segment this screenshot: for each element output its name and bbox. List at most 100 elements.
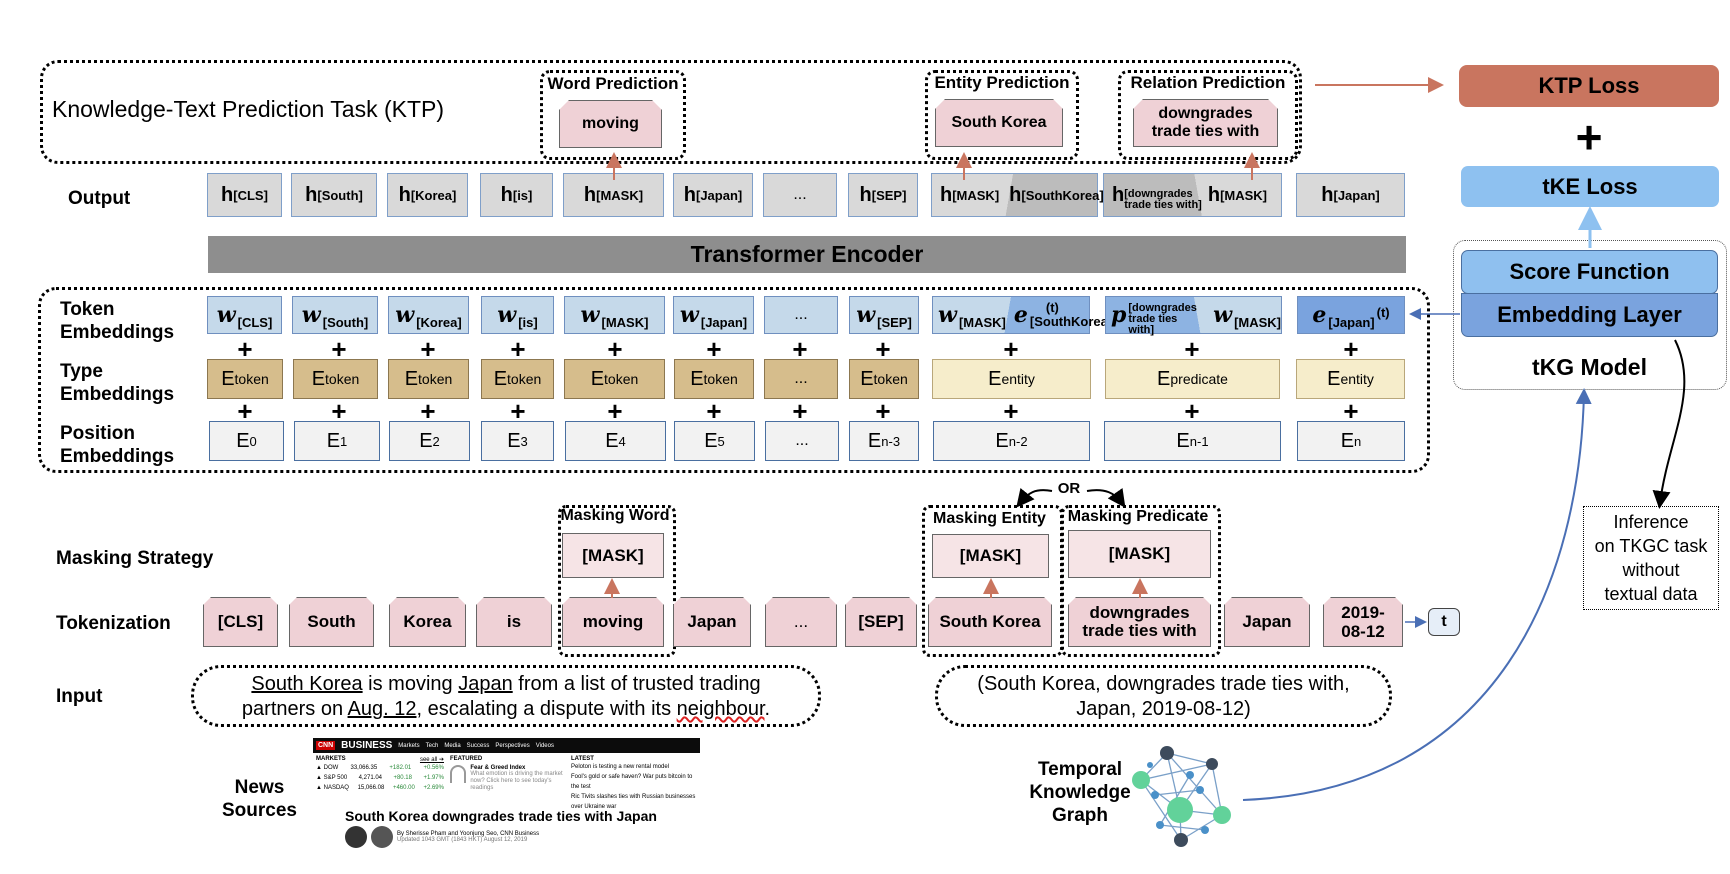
news-sources-label-2: Sources <box>222 800 297 821</box>
plus-sign: + <box>331 334 347 364</box>
tkg-model-title: tKG Model <box>1532 353 1647 380</box>
token-emb-is: w[is] <box>481 296 554 334</box>
tok-sep: [SEP] <box>845 597 917 647</box>
inference-line-2: on TKGC task <box>1594 536 1708 556</box>
token-embeddings-label: Token Embeddings <box>60 298 174 344</box>
entity-prediction-value: South Korea <box>935 99 1063 147</box>
tkg-label-1: Temporal <box>1037 759 1123 780</box>
author-avatar <box>345 826 367 848</box>
relation-prediction-line-1: downgrades <box>1158 105 1253 122</box>
ktp-loss-box: KTP Loss <box>1459 65 1719 107</box>
loss-plus: + <box>1575 111 1603 163</box>
plus-sign: + <box>607 334 623 364</box>
news-nav-item[interactable]: Success <box>466 742 490 749</box>
news-nav-item[interactable]: Videos <box>535 742 554 749</box>
output-h-mask-entity: h[MASK] h[SouthKorea] <box>931 173 1104 217</box>
tok-date-line-2: 08-12 <box>1341 622 1385 641</box>
word-prediction-value: moving <box>559 100 662 148</box>
token-emb-south: w[South] <box>292 296 378 334</box>
output-h-korea: h[Korea] <box>387 173 468 217</box>
plus-sign: + <box>875 334 891 364</box>
tkg-label-2: Knowledge <box>1029 782 1131 803</box>
masking-word-group <box>558 505 676 657</box>
token-emb-japan-entity: e [Japan](t) <box>1297 296 1405 334</box>
entity-prediction-group <box>925 70 1079 160</box>
output-h-cls: h[CLS] <box>207 173 282 217</box>
input-label: Input <box>56 686 103 707</box>
output-h-dots: ... <box>763 173 837 217</box>
input-entity-japan: Japan <box>458 673 513 695</box>
plus-sign: + <box>875 396 891 426</box>
input-date: Aug. 12 <box>347 698 417 720</box>
tok-japan: Japan <box>673 597 751 647</box>
plus-sign: + <box>706 334 722 364</box>
tkg-label-3: Graph <box>1052 805 1108 826</box>
masking-entity-mask: [MASK] <box>932 534 1049 578</box>
type-embeddings-label-2: Embeddings <box>60 384 175 405</box>
output-h-japan: h[Japan] <box>673 173 753 217</box>
news-nav-item[interactable]: Markets <box>398 742 420 749</box>
cnn-logo: CNN <box>316 741 336 750</box>
tok-date-line-1: 2019- <box>1341 603 1385 622</box>
relation-prediction-label: Relation Prediction <box>1130 73 1286 92</box>
plus-sign: + <box>706 396 722 426</box>
knowledge-graph-icon <box>1132 746 1231 847</box>
business-logo: BUSINESS <box>341 740 393 751</box>
or-label: OR <box>1057 480 1081 497</box>
tok-moving: moving <box>562 597 664 647</box>
position-embeddings-label-2: Embeddings <box>60 446 175 467</box>
output-h-japan-2: h[Japan] <box>1296 173 1405 217</box>
output-row-label: Output <box>68 188 131 209</box>
relation-prediction-value: downgrades trade ties with <box>1133 99 1278 147</box>
token-embeddings-label-2: Embeddings <box>60 322 175 343</box>
score-function-box: Score Function <box>1461 250 1718 294</box>
tok-time: t <box>1428 608 1460 636</box>
tok-predicate: downgrades trade ties with <box>1068 597 1211 647</box>
plus-sign: + <box>1343 396 1359 426</box>
embedding-layer-box: Embedding Layer <box>1461 293 1718 337</box>
input-quadruple-line-2: Japan, 2019-08-12) <box>1076 698 1251 720</box>
token-embeddings-label-1: Token <box>60 299 115 320</box>
tok-dots: ... <box>765 597 837 647</box>
news-nav-item[interactable]: Media <box>444 742 461 749</box>
plus-sign: + <box>1184 396 1200 426</box>
plus-sign: + <box>1003 396 1019 426</box>
plus-sign: + <box>420 334 436 364</box>
masking-entity-label: Masking Entity <box>933 510 1046 527</box>
plus-sign: + <box>331 396 347 426</box>
news-header-bar: CNN BUSINESS Markets Tech Media Success Pers… <box>313 738 700 753</box>
masking-predicate-mask: [MASK] <box>1068 530 1211 578</box>
output-h-south: h[South] <box>291 173 377 217</box>
fear-greed-gauge-icon <box>450 765 467 783</box>
token-emb-sep: w[SEP] <box>849 296 919 334</box>
input-sentence-box: South Korea is moving Japan from a list … <box>191 665 821 727</box>
tok-south-korea: South Korea <box>928 597 1052 647</box>
inference-line-3: without <box>1622 560 1680 580</box>
tokenization-label: Tokenization <box>56 613 171 634</box>
position-embeddings-label-1: Position <box>60 423 135 444</box>
plus-sign: + <box>607 396 623 426</box>
news-nav-item[interactable]: Tech <box>425 742 439 749</box>
position-embeddings-label: Position Embeddings <box>60 422 174 468</box>
masking-word-mask: [MASK] <box>562 533 664 578</box>
output-h-sep: h[SEP] <box>848 173 918 217</box>
plus-sign: + <box>792 334 808 364</box>
ktp-title: Knowledge-Text Prediction Task (KTP) <box>52 96 445 122</box>
news-nav-item[interactable]: Perspectives <box>495 742 530 749</box>
embeddings-container <box>38 287 1430 473</box>
token-emb-korea: w[Korea] <box>388 296 469 334</box>
